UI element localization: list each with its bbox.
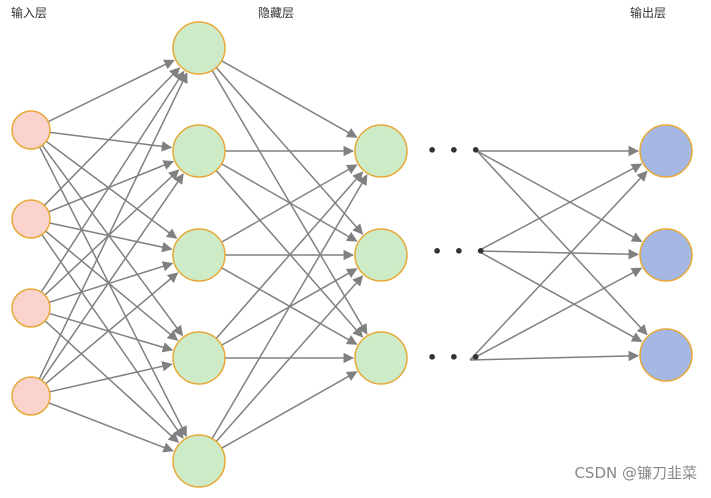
output-layer-title: 输出层	[630, 6, 667, 20]
output-node-1	[639, 124, 693, 178]
input-hidden1-edge-3-1	[40, 70, 185, 293]
hidden1-hidden2-edge-5-2	[215, 275, 364, 443]
hidden-1-node-3	[172, 228, 226, 282]
input-hidden1-edge-4-5	[48, 402, 174, 453]
ellipsis-output-edge-2-2	[477, 248, 640, 260]
hidden-1-node-4	[172, 331, 226, 385]
input-hidden1-edge-4-4	[49, 361, 173, 393]
input-node-1	[11, 110, 51, 150]
hidden-1-node-1	[172, 21, 226, 75]
input-node-4	[11, 376, 51, 416]
input-hidden1-edge-2-5	[41, 234, 184, 439]
input-hidden1-edge-1-1	[47, 59, 175, 123]
hidden1-hidden2-edge-2-3	[215, 170, 364, 338]
input-hidden1-edge-1-2	[49, 131, 173, 152]
output-node-3	[639, 328, 693, 382]
ellipsis-output-edge-3-1	[469, 170, 648, 361]
ellipsis-middle: • • •	[432, 242, 489, 261]
connections	[38, 59, 648, 453]
ellipsis-output-edge-1-2	[476, 150, 643, 243]
input-hidden1-edge-2-1	[43, 67, 181, 206]
input-hidden1-edge-4-2	[41, 173, 184, 381]
hidden-1-node-2	[172, 124, 226, 178]
ellipsis-top: • • •	[427, 141, 484, 160]
ellipsis-bottom: • • •	[427, 348, 484, 367]
input-hidden1-edge-1-4	[41, 144, 184, 337]
hidden1-hidden2-edge-5-1	[211, 174, 368, 439]
hidden1-hidden2-edge-2-2	[221, 163, 358, 242]
input-node-2	[11, 199, 51, 239]
output-node-2	[639, 228, 693, 282]
input-hidden1-edge-1-5	[38, 146, 187, 437]
input-hidden1-edge-3-4	[48, 312, 174, 353]
ellipsis-output-edge-3-2	[469, 267, 643, 361]
hidden-1-node-5	[172, 434, 226, 488]
input-hidden1-edge-3-3	[48, 261, 174, 303]
watermark: CSDN @镰刀韭菜	[574, 464, 697, 482]
neurons	[11, 21, 693, 488]
hidden1-hidden2-edge-1-1	[221, 60, 358, 138]
hidden-2-node-2	[354, 228, 408, 282]
input-layer-title: 输入层	[11, 6, 48, 20]
input-hidden1-edge-1-3	[45, 140, 178, 239]
input-hidden1-edge-2-4	[45, 230, 179, 341]
input-hidden1-edge-2-2	[48, 160, 175, 213]
hidden1-hidden2-edge-5-3	[221, 371, 358, 449]
input-hidden1-edge-2-3	[49, 222, 173, 253]
hidden-layer-title: 隐藏层	[258, 6, 295, 20]
input-hidden1-edge-4-3	[45, 272, 179, 385]
hidden-2-node-3	[354, 331, 408, 385]
hidden-2-node-1	[354, 124, 408, 178]
hidden1-hidden2-edge-3-1	[221, 164, 358, 243]
input-hidden1-edge-3-5	[44, 320, 180, 443]
input-hidden1-edge-3-2	[44, 169, 180, 296]
hidden1-hidden2-edge-4-1	[215, 171, 364, 339]
input-hidden1-edge-4-1	[38, 72, 188, 380]
ellipsis-output-edge-2-3	[477, 250, 643, 343]
ellipsis-output-edge-2-1	[477, 163, 643, 252]
ellipsis-output-edge-1-3	[476, 150, 648, 336]
input-node-3	[11, 288, 51, 328]
ellipsis-output-edge-3-3	[469, 350, 640, 362]
